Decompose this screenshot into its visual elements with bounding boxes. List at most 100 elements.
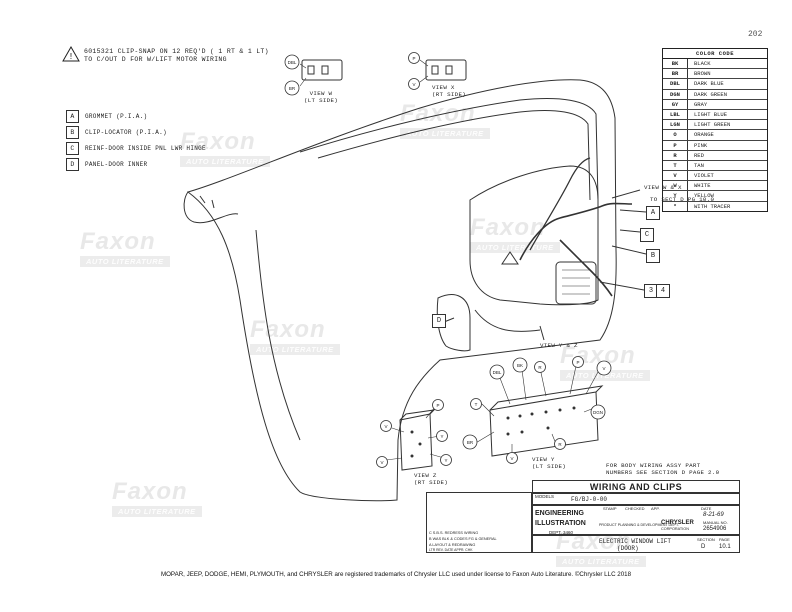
connector-view-w	[301, 59, 343, 81]
clip-note-line1: 6015321 CLIP-SNAP ON 12 REQ'D ( 1 RT & 1…	[84, 48, 269, 55]
body-wiring-note: FOR BODY WIRING ASSY PART NUMBERS SEE SE…	[606, 462, 720, 476]
engineering-block: ENGINEERING ILLUSTRATION DEPT. 3460 STAM…	[532, 505, 740, 535]
view-wx-callout: VIEW W & X	[644, 184, 682, 191]
drawing-title: WIRING AND CLIPS	[589, 482, 683, 492]
wiring-harness	[519, 202, 633, 261]
connector-view-y	[489, 391, 599, 457]
tag-p: P	[412, 56, 415, 61]
copyright-footer: MOPAR, JEEP, DODGE, HEMI, PLYMOUTH, and …	[160, 571, 632, 578]
tag-v: V	[510, 456, 513, 461]
connector-detail	[307, 65, 329, 75]
callout-d: D	[432, 314, 446, 328]
tag-leader	[299, 59, 429, 87]
leader-line	[611, 245, 647, 255]
clip-note-line2: TO C/OUT D FOR W/LIFT MOTOR WIRING	[84, 56, 227, 63]
description-row: ELECTRIC WINDOW LIFT (DOOR) SECTION D PA…	[532, 535, 740, 553]
leader-line	[539, 325, 545, 341]
door-edge-inner	[199, 195, 215, 209]
panel-edge	[255, 229, 301, 441]
tag-y: Y	[440, 434, 443, 439]
tag-p: P	[576, 360, 579, 365]
tag-r: R	[558, 442, 562, 447]
tag-bk: BK	[517, 363, 523, 368]
tag-p: P	[436, 403, 439, 408]
callout-c: C	[640, 228, 654, 242]
window-motor	[555, 261, 597, 305]
chrysler-logo-text: CHRYSLER	[661, 520, 694, 526]
leader-line	[619, 209, 647, 213]
color-code-title: COLOR CODE	[663, 49, 767, 59]
view-z-label: VIEW Z (RT SIDE)	[414, 472, 449, 486]
warning-icon: !	[62, 46, 80, 62]
tag-v: V	[380, 460, 383, 465]
section-reference: TO SECT D PG 10.0	[650, 196, 715, 203]
page-number: 202	[748, 30, 763, 39]
tag-br: BR	[467, 440, 474, 445]
connector-view-z	[399, 413, 433, 471]
title-block-header: WIRING AND CLIPS	[532, 480, 740, 493]
tag-dbl: DBL	[493, 370, 502, 375]
clip-warning-marker	[501, 251, 519, 265]
color-row: *WITH TRACER	[663, 201, 767, 211]
callout-b: B	[646, 249, 660, 263]
tag-v: V	[384, 424, 387, 429]
legend-key: D	[66, 158, 79, 171]
callout-a: A	[646, 206, 660, 220]
motor-detail	[562, 269, 590, 295]
connector-view-z-top	[399, 409, 436, 421]
door-edge	[183, 191, 239, 224]
svg-text:!: !	[70, 52, 72, 61]
tag-dbl: DBL	[288, 60, 297, 65]
wiring-harness	[529, 157, 591, 251]
wiring-harness	[559, 239, 613, 297]
tag-v: V	[412, 82, 415, 87]
leader-line	[611, 189, 641, 199]
legend-key: A	[66, 110, 79, 123]
legend-text: GROMMET (P.I.A.)	[85, 113, 148, 120]
tag-r: R	[538, 365, 542, 370]
models-value: FG/BJ-0-00	[571, 496, 608, 503]
callout-3: 3	[644, 284, 658, 298]
date-value: 8-21-69	[703, 512, 724, 518]
leader-line	[619, 229, 641, 233]
legend-item-d: D PANEL-DOOR INNER	[66, 158, 147, 171]
connector-view-y-top	[489, 385, 604, 411]
description-line2: (DOOR)	[617, 545, 639, 552]
section-value: D	[701, 544, 706, 550]
manual-number: 2654906	[703, 526, 727, 532]
legend-key: C	[66, 142, 79, 155]
legend-text: CLIP-LOCATOR (P.I.A.)	[85, 129, 167, 136]
door-outline	[186, 79, 617, 502]
callout-4: 4	[656, 284, 670, 298]
panel-cutout-large	[469, 165, 599, 306]
view-w-label: VIEW W (LT SIDE)	[304, 90, 339, 104]
view-yz-callout: VIEW Y & Z	[540, 342, 578, 349]
panel-edge	[474, 309, 541, 332]
connector-view-x	[425, 59, 467, 81]
revision-block: C S.B.S. REDRESS WIRING B WAS BLK & CODE…	[426, 492, 532, 553]
models-row: MODELS FG/BJ-0-00	[532, 493, 740, 505]
tag-dgn: DGN	[593, 410, 603, 415]
view-x-label: VIEW X (RT SIDE)	[432, 84, 467, 98]
description-line1: ELECTRIC WINDOW LIFT	[599, 538, 672, 545]
connector-detail	[431, 65, 453, 75]
tag-leader	[473, 365, 599, 456]
legend-text: REINF-DOOR INSIDE PNL LWR HINGE	[85, 145, 206, 152]
legend-item-c: C REINF-DOOR INSIDE PNL LWR HINGE	[66, 142, 206, 155]
page-value: 10.1	[719, 544, 731, 550]
window-frame-inner	[317, 110, 591, 201]
tag-br: BR	[289, 86, 296, 91]
